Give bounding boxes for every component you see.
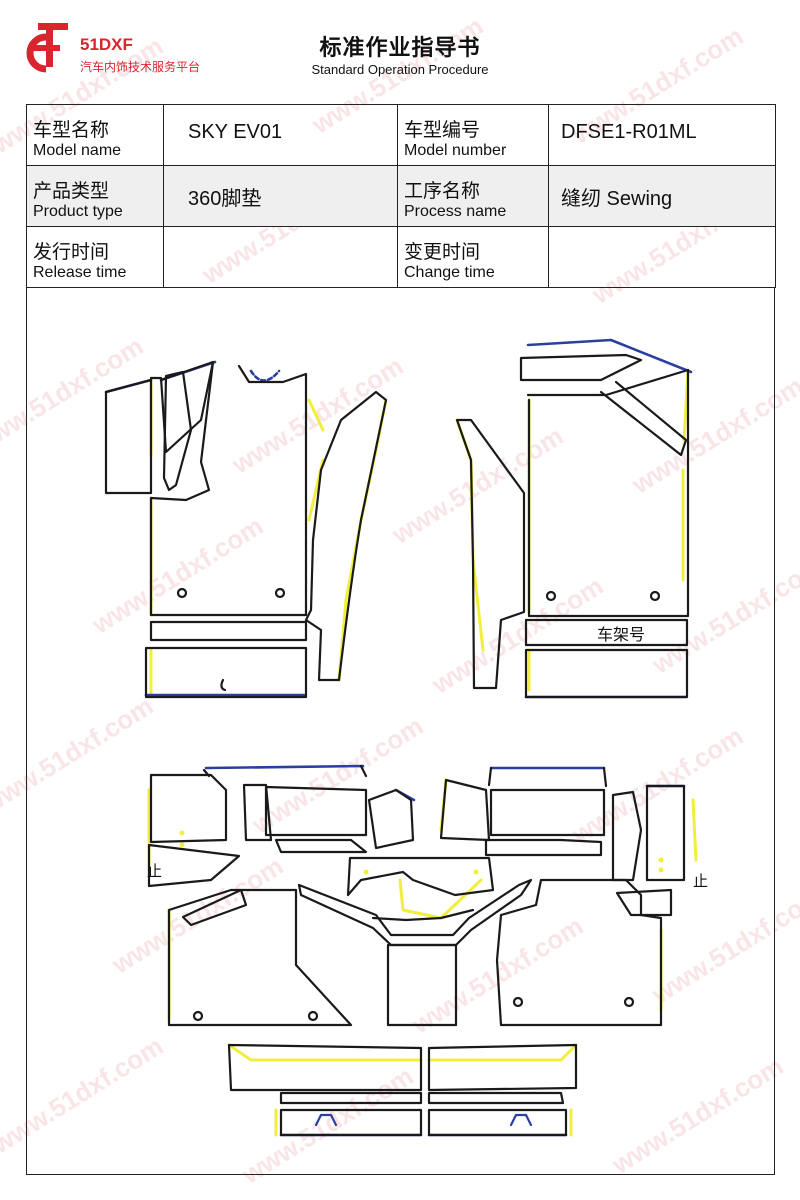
label-en: Model name <box>33 142 122 159</box>
label-cn: 发行时间 <box>33 241 110 263</box>
release-time-label: 发行时间 Release time <box>26 226 164 288</box>
label-cn: 车型编号 <box>404 119 481 141</box>
page-subtitle: Standard Operation Procedure <box>311 62 489 77</box>
change-time-value-cell <box>548 226 776 288</box>
label-en: Release time <box>33 264 127 281</box>
label-cn: 产品类型 <box>33 180 110 202</box>
brand-logo-icon <box>26 23 68 73</box>
brand-name: 51DXF <box>80 35 133 54</box>
product-type-label: 产品类型 Product type <box>26 165 164 227</box>
label-cn: 变更时间 <box>404 241 481 263</box>
label-en: Process name <box>404 203 507 220</box>
info-row: 产品类型 Product type 360脚垫 工序名称 Process nam… <box>26 165 776 227</box>
model-number-value-cell: DFSE1-R01ML <box>548 104 776 166</box>
process-name-value: 缝纫 Sewing <box>561 188 673 210</box>
model-name-value-cell: SKY EV01 <box>163 104 398 166</box>
model-number-label: 车型编号 Model number <box>397 104 549 166</box>
model-number-value: DFSE1-R01ML <box>561 121 697 143</box>
info-table: 车型名称 Model name SKY EV01 车型编号 Model numb… <box>26 104 776 288</box>
product-type-value: 360脚垫 <box>188 188 262 210</box>
change-time-label: 变更时间 Change time <box>397 226 549 288</box>
page-title: 标准作业指导书 <box>319 36 481 61</box>
frame-label: 车架号 <box>597 625 645 644</box>
info-row: 发行时间 Release time 变更时间 Change time <box>26 226 776 288</box>
process-name-label: 工序名称 Process name <box>397 165 549 227</box>
release-time-value-cell <box>163 226 398 288</box>
page-header: 51DXF 汽车内饰技术服务平台 标准作业指导书 Standard Operat… <box>0 0 800 100</box>
label-en: Model number <box>404 142 507 159</box>
stop-mark-left: 止 <box>147 862 162 880</box>
model-name-value: SKY EV01 <box>188 121 283 143</box>
pattern-drawing: 车架号 止 止 <box>26 288 775 1175</box>
label-en: Product type <box>33 203 123 220</box>
product-type-value-cell: 360脚垫 <box>163 165 398 227</box>
floor-mat-pattern-diagram: 车架号 止 止 <box>104 338 708 1137</box>
process-name-value-cell: 缝纫 Sewing <box>548 165 776 227</box>
model-name-label: 车型名称 Model name <box>26 104 164 166</box>
stop-mark-right: 止 <box>693 872 708 890</box>
info-row: 车型名称 Model name SKY EV01 车型编号 Model numb… <box>26 104 776 166</box>
label-cn: 工序名称 <box>404 180 481 202</box>
label-en: Change time <box>404 264 495 281</box>
brand-tagline: 汽车内饰技术服务平台 <box>80 60 201 74</box>
label-cn: 车型名称 <box>33 119 110 141</box>
